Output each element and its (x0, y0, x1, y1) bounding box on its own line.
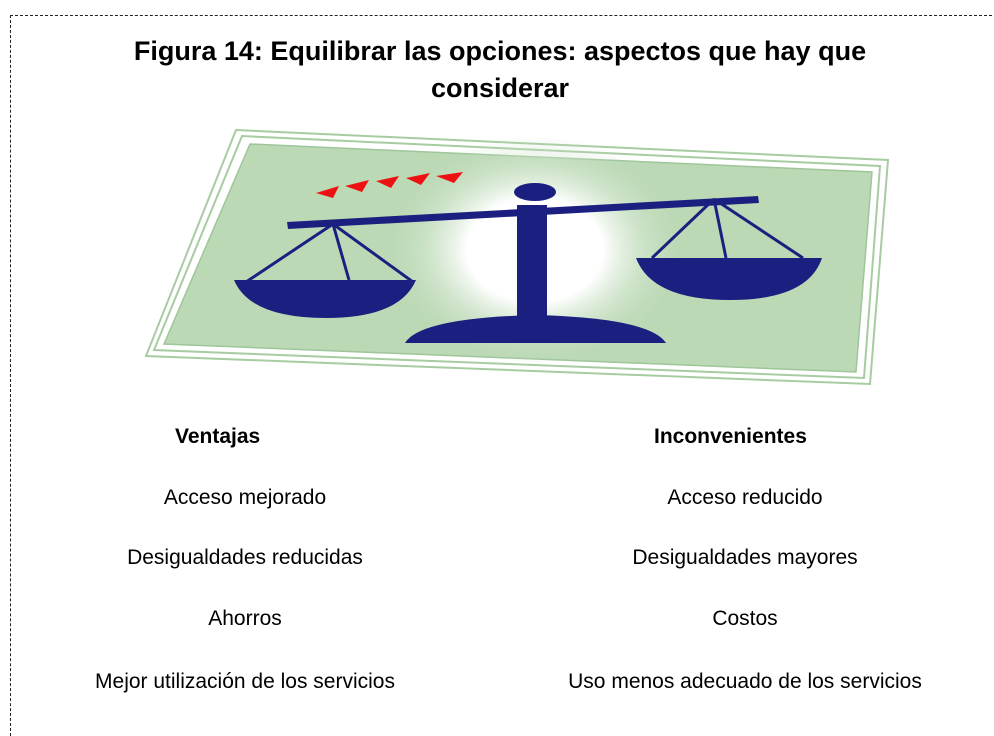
advantage-item: Ahorros (208, 607, 282, 630)
disadvantage-item: Costos (712, 607, 778, 630)
balance-scale-icon (144, 128, 890, 386)
advantage-item: Desigualdades reducidas (127, 546, 363, 569)
disadvantage-item: Desigualdades mayores (632, 546, 858, 569)
advantage-item: Mejor utilización de los servicios (95, 670, 395, 693)
advantage-item: Acceso mejorado (163, 486, 327, 509)
scale-drawing (234, 183, 822, 343)
disadvantages-heading: Inconvenientes (654, 425, 807, 448)
advantages-heading: Ventajas (175, 425, 261, 448)
frame-border-top (10, 15, 992, 16)
disadvantage-item: Acceso reducido (667, 486, 823, 509)
frame-border-left (10, 15, 11, 736)
arrows-decoration (316, 172, 463, 198)
disadvantage-item: Uso menos adecuado de los servicios (568, 670, 922, 693)
figure-title: Figura 14: Equilibrar las opciones: aspe… (133, 36, 867, 103)
